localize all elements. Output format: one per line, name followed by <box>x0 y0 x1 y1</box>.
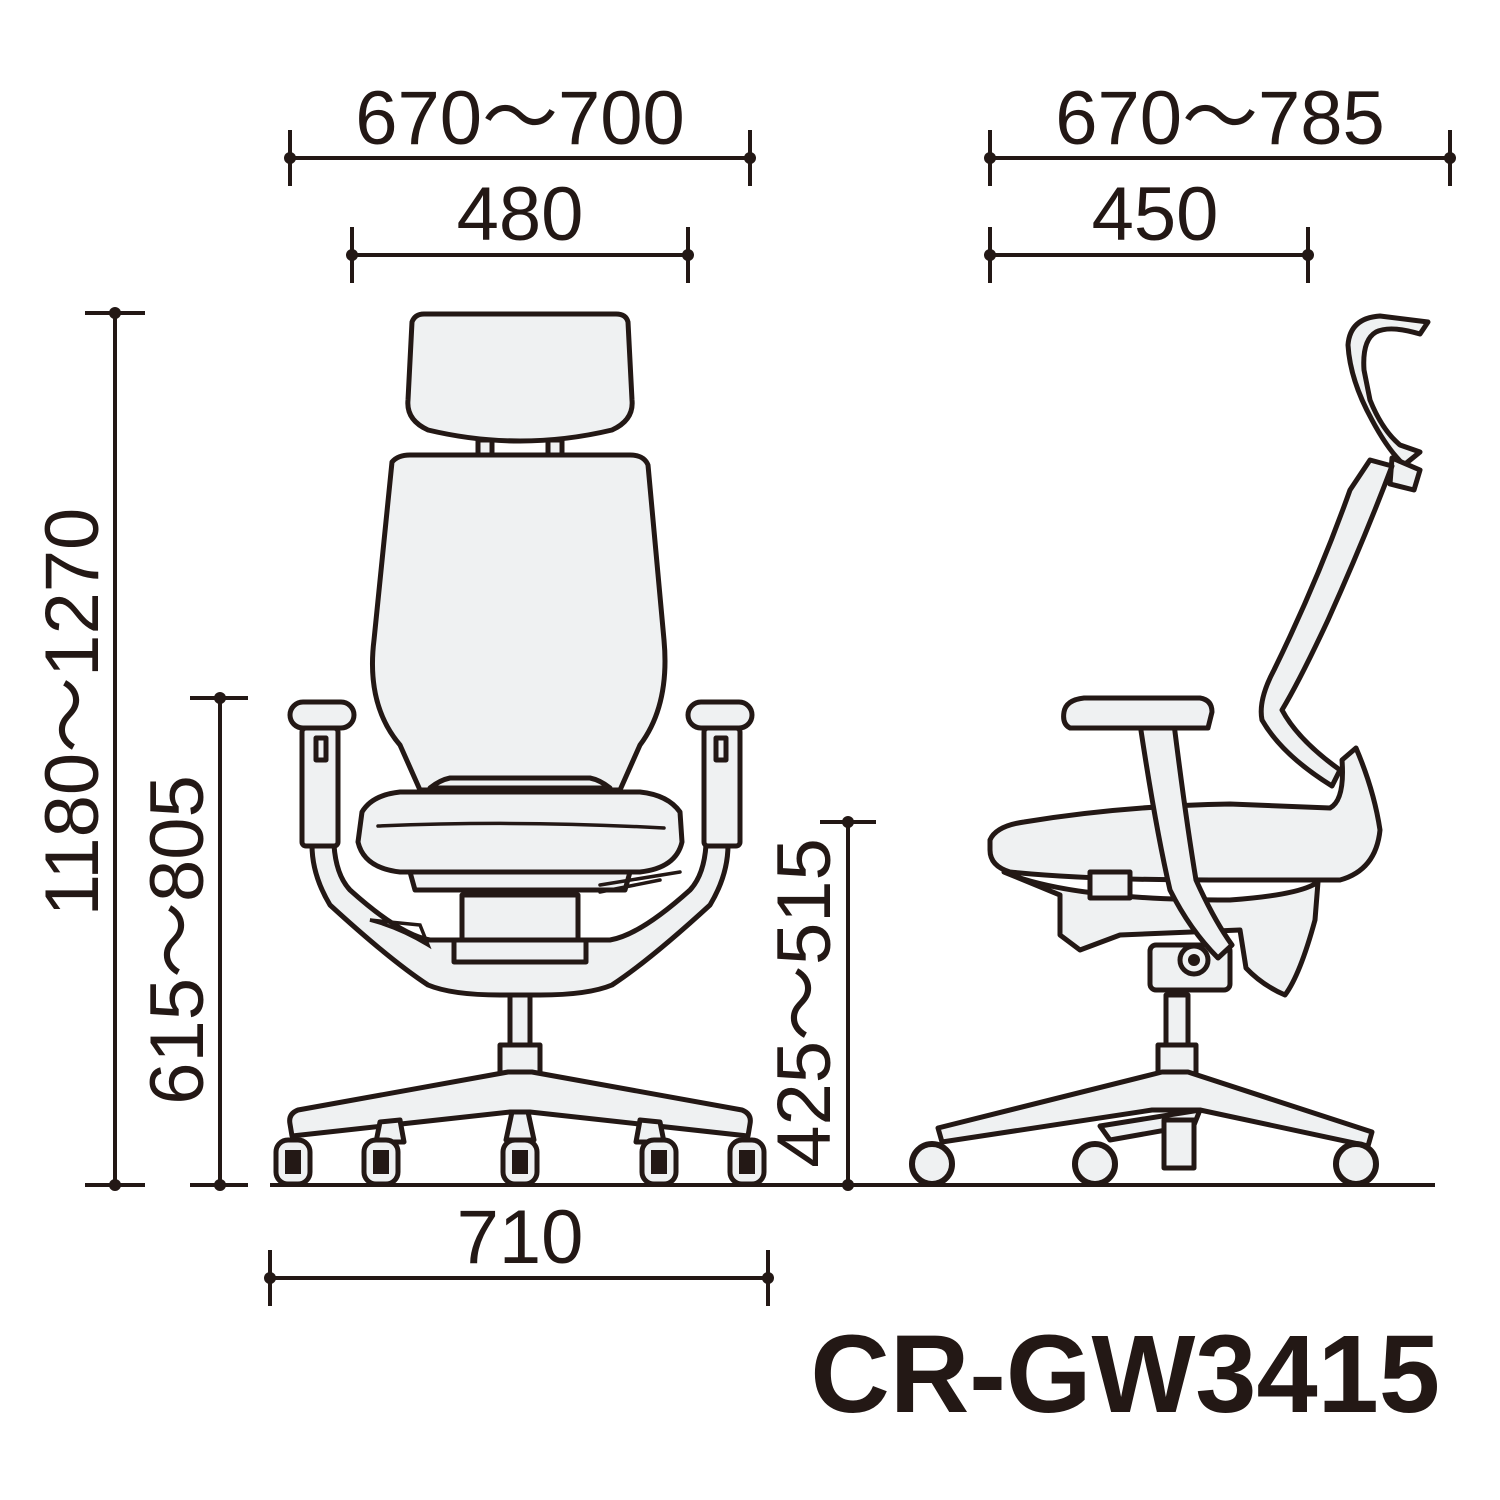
label-side-seat-depth: 450 <box>1092 172 1219 257</box>
side-base <box>935 1069 1375 1149</box>
label-base-width: 710 <box>457 1195 584 1280</box>
dim-side-overall-depth: 670～785 <box>984 76 1456 186</box>
dim-seat-height: 425～515 <box>762 816 876 1191</box>
label-armrest-height: 615～805 <box>135 775 220 1105</box>
side-arm-post <box>1137 721 1235 961</box>
front-seat <box>355 789 685 875</box>
label-side-overall-depth: 670～785 <box>1055 76 1385 161</box>
side-armrest <box>1061 695 1215 731</box>
side-gas-cylinder <box>1163 992 1191 1053</box>
dim-overall-height: 1180～1270 <box>30 307 145 1191</box>
label-front-seat-width: 480 <box>457 172 584 257</box>
dim-armrest-height: 615～805 <box>135 692 248 1191</box>
front-casters <box>273 1137 767 1187</box>
chair-front-view <box>273 311 767 1187</box>
label-overall-height: 1180～1270 <box>30 508 115 917</box>
front-armrest-right <box>685 699 755 731</box>
front-armrest-left <box>287 699 357 731</box>
front-headrest <box>405 311 635 444</box>
front-gas-cylinder <box>507 992 533 1053</box>
front-arm-frame <box>309 842 731 998</box>
side-headrest <box>1345 313 1431 468</box>
model-number: CR-GW3415 <box>810 1313 1440 1436</box>
chair-side-view <box>909 313 1431 1187</box>
dim-front-seat-width: 480 <box>346 172 694 283</box>
label-front-overall-width: 670～700 <box>355 76 685 161</box>
side-back-frame <box>1258 457 1395 789</box>
dim-base-width: 710 <box>264 1195 774 1306</box>
dim-side-seat-depth: 450 <box>984 172 1314 283</box>
front-backrest <box>369 452 668 793</box>
dim-front-overall-width: 670～700 <box>284 76 756 186</box>
label-seat-height: 425～515 <box>762 838 847 1168</box>
side-casters <box>909 1141 1379 1187</box>
